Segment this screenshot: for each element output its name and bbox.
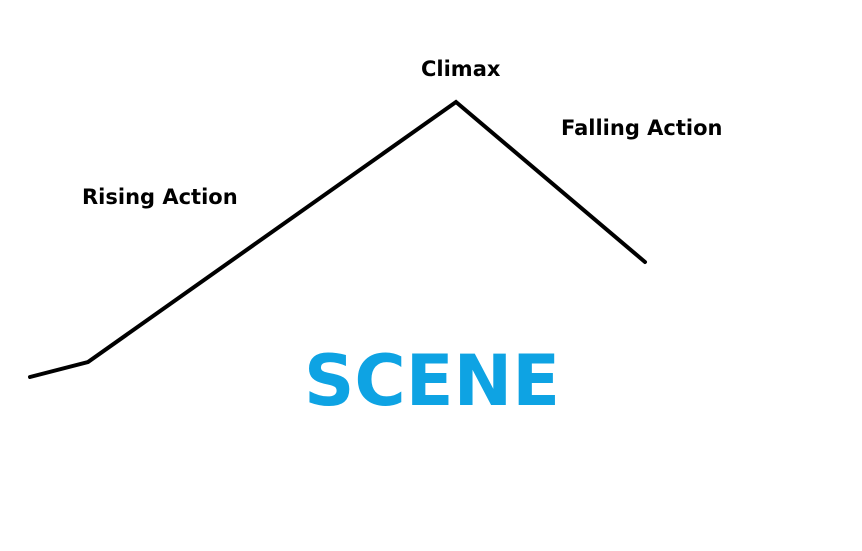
- rising-action-label: Rising Action: [82, 185, 238, 209]
- climax-label: Climax: [421, 57, 501, 81]
- falling-action-label: Falling Action: [561, 116, 723, 140]
- scene-title: SCENE: [304, 340, 561, 422]
- plot-arc-line: [28, 99, 647, 379]
